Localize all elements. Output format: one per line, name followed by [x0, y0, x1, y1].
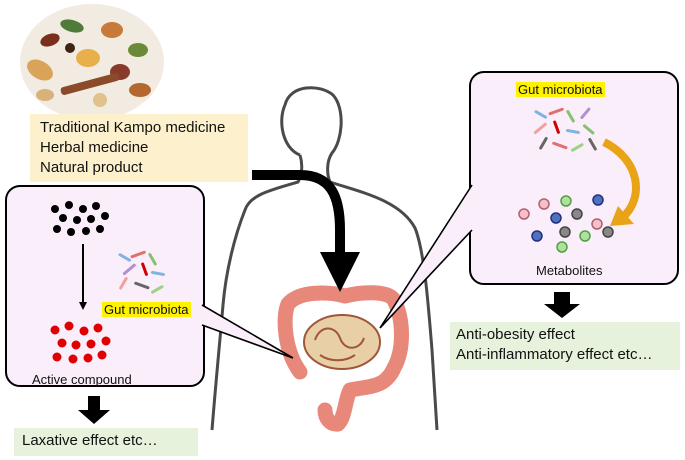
right-effect-line-1: Anti-obesity effect [456, 326, 575, 343]
left-microbiota-label: Gut microbiota [102, 302, 191, 317]
metabolites-label: Metabolites [536, 263, 603, 278]
right-effect-line-2: Anti-inflammatory effect etc… [456, 346, 653, 363]
right-effect-arrow [544, 292, 580, 318]
left-effect-box [14, 428, 198, 456]
intestine-illustration [277, 285, 409, 432]
metabolites-cluster [518, 194, 614, 253]
right-panel [469, 71, 679, 285]
right-effect-box [450, 322, 680, 370]
precursor-compound-cluster [51, 201, 109, 236]
active-compound-cluster [50, 321, 111, 364]
metabolism-arrowhead [610, 206, 634, 226]
left-effect-arrow [78, 396, 110, 424]
left-panel-pointer [201, 304, 294, 359]
herb-source-box [30, 114, 248, 182]
left-panel [5, 185, 205, 387]
herb-illustration [20, 4, 164, 120]
herb-line-3: Natural product [40, 159, 143, 176]
metabolism-arrow [602, 138, 640, 222]
herb-line-1: Traditional Kampo medicine [40, 119, 226, 136]
right-panel-pointer [379, 184, 473, 329]
right-microbiota-label: Gut microbiota [516, 82, 605, 97]
ingestion-arrow [252, 170, 360, 292]
herb-line-2: Herbal medicine [40, 139, 149, 156]
active-compound-label: Active compound [32, 372, 132, 387]
left-effect-label: Laxative effect etc… [22, 432, 158, 449]
right-microbiota-cluster [533, 107, 597, 152]
left-microbiota-cluster [118, 250, 165, 294]
